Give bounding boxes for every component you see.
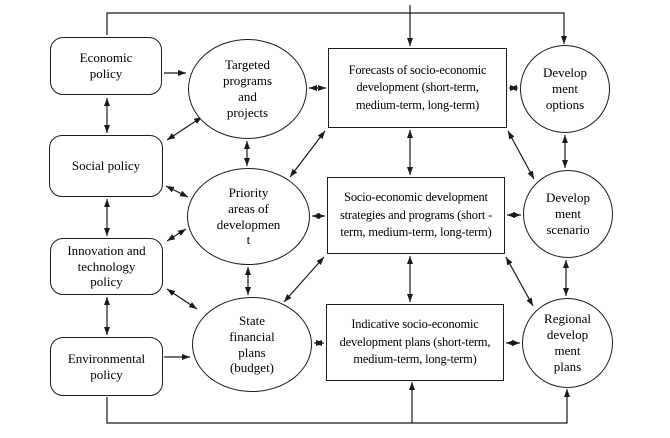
node-indicative-plans-label: Indicative socio-economic development pl… bbox=[339, 317, 491, 367]
arrow-social-priority bbox=[165, 185, 189, 198]
node-state-financial-plans-label: State financial plans (budget) bbox=[229, 312, 275, 376]
node-innovation-technology-policy-label: Innovation and technology policy bbox=[67, 242, 146, 290]
node-development-scenario-label: Develop ment scenario bbox=[545, 190, 591, 237]
node-development-scenario: Develop ment scenario bbox=[523, 170, 613, 258]
node-strategies: Socio-economic development strategies an… bbox=[327, 177, 505, 254]
node-innovation-technology-policy: Innovation and technology policy bbox=[50, 238, 163, 295]
node-regional-development-plans-label: Regional develop ment plans bbox=[544, 311, 591, 374]
node-regional-development-plans: Regional develop ment plans bbox=[522, 298, 613, 388]
arrow-top-loop bbox=[106, 12, 567, 44]
node-strategies-label: Socio-economic development strategies an… bbox=[339, 190, 493, 240]
node-priority-areas-label: Priority areas of developmen t bbox=[216, 184, 281, 248]
node-targeted-programs-label: Targeted programs and projects bbox=[222, 57, 273, 120]
node-indicative-plans: Indicative socio-economic development pl… bbox=[326, 304, 504, 381]
node-economic-policy-label: Economic policy bbox=[79, 50, 133, 81]
node-priority-areas: Priority areas of developmen t bbox=[187, 168, 310, 265]
node-social-policy: Social policy bbox=[49, 135, 163, 197]
node-environmental-policy-label: Environmental policy bbox=[67, 350, 146, 382]
arrow-forecasts-priority bbox=[289, 130, 326, 178]
node-development-options-label: Develop ment options bbox=[542, 65, 588, 112]
node-state-financial-plans: State financial plans (budget) bbox=[192, 297, 312, 392]
arrow-social-targeted bbox=[166, 116, 203, 141]
arrow-bottom-loop bbox=[106, 389, 570, 424]
arrow-strategies-state bbox=[283, 256, 325, 303]
node-targeted-programs: Targeted programs and projects bbox=[188, 39, 307, 139]
node-environmental-policy: Environmental policy bbox=[50, 337, 163, 396]
node-forecasts-label: Forecasts of socio-economic development … bbox=[348, 62, 487, 112]
arrow-innovation-state bbox=[166, 288, 198, 310]
arrow-forecasts-scenario bbox=[507, 130, 535, 180]
node-social-policy-label: Social policy bbox=[71, 158, 141, 174]
arrow-innovation-priority bbox=[166, 228, 187, 242]
node-forecasts: Forecasts of socio-economic development … bbox=[328, 48, 507, 128]
node-development-options: Develop ment options bbox=[520, 45, 610, 133]
node-economic-policy: Economic policy bbox=[50, 37, 162, 95]
arrow-strategies-regional bbox=[505, 256, 534, 307]
